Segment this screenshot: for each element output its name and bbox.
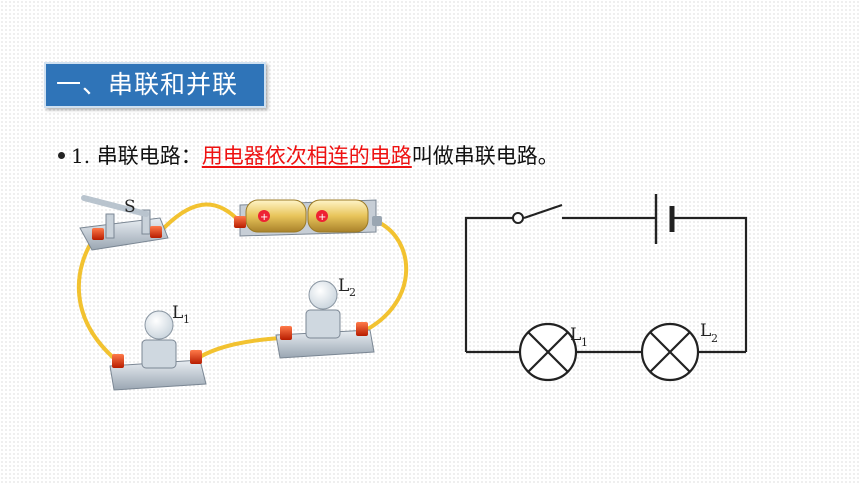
schematic-wires — [464, 203, 748, 354]
photo-lamp1-sub: 1 — [183, 313, 190, 326]
photo-lamp2-label: L — [338, 276, 349, 296]
svg-text:+: + — [260, 212, 268, 223]
schematic-lamp1-icon — [518, 322, 578, 382]
switch-blade — [523, 203, 563, 220]
schematic-lamp1-sub: 1 — [581, 336, 588, 349]
definition-suffix: 叫做串联电路。 — [411, 144, 559, 168]
switch-component: S — [79, 195, 169, 251]
definition-bullet: 1. 串联电路：用电器依次相连的电路叫做串联电路。 — [58, 140, 559, 170]
photo-lamp1-label: L — [172, 303, 183, 323]
schematic-lamp1-label: L — [570, 325, 581, 345]
lamp2-component: L 2 — [275, 276, 375, 359]
switch-pivot-icon — [512, 212, 524, 224]
lamp1-component: L 1 — [109, 303, 207, 391]
bullet-number: 1. — [71, 144, 91, 168]
section-title: 一、串联和并联 — [44, 62, 266, 108]
bullet-dot-icon — [58, 151, 65, 159]
photo-lamp2-sub: 2 — [349, 286, 356, 299]
definition-text: 用电器依次相连的电路 — [201, 144, 412, 168]
schematic-lamp2-label: L — [700, 321, 711, 341]
battery-component: + + — [234, 199, 382, 237]
term-label: 串联电路： — [96, 144, 202, 168]
switch-label: S — [124, 197, 136, 217]
schematic-lamp2-sub: 2 — [711, 332, 718, 345]
svg-text:+: + — [318, 212, 326, 223]
schematic-lamp2-icon — [640, 322, 700, 382]
